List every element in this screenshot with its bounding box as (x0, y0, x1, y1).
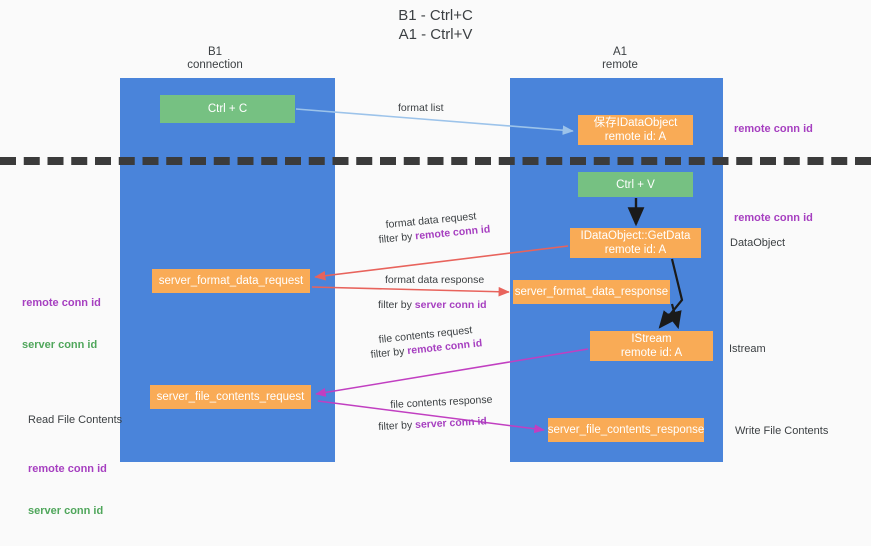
node-istream[interactable]: IStream remote id: A (590, 331, 713, 361)
filter-prefix: filter by (378, 419, 416, 433)
node-ctrl-v[interactable]: Ctrl + V (578, 172, 693, 197)
annotation-remote-conn-id-getdata: remote conn id (734, 212, 813, 224)
column-header-b1: B1 connection (187, 46, 243, 71)
annotation-conn-ids-file: Read File Contents remote conn id server… (28, 385, 122, 546)
page-title: B1 - Ctrl+C A1 - Ctrl+V (398, 7, 473, 43)
edge-label-format-data-response-filter: filter by server conn id (378, 298, 487, 312)
arrow-format-data-response (311, 286, 510, 297)
node-server-file-contents-request[interactable]: server_file_contents_request (150, 385, 311, 409)
annotation-dataobject: DataObject (730, 237, 786, 249)
node-server-format-data-request[interactable]: server_format_data_request (152, 269, 310, 293)
node-server-file-contents-response[interactable]: server_file_contents_response (548, 418, 704, 442)
annotation-write-file-contents: Write File Contents (735, 425, 829, 437)
filter-key-server-conn-id: server conn id (414, 299, 487, 311)
annotation-istream: Istream (729, 343, 766, 355)
diagram-canvas: B1 - Ctrl+C A1 - Ctrl+V B1 connection A1… (0, 7, 871, 517)
annotation-read-file-contents: Read File Contents (28, 414, 123, 426)
column-header-a1: A1 remote (602, 46, 638, 71)
annotation-remote-conn-id-top: remote conn id (734, 123, 813, 135)
annotation-server-conn-id: server conn id (22, 339, 98, 351)
filter-prefix: filter by (378, 230, 416, 246)
annotation-remote-conn-id-file: remote conn id (28, 463, 107, 475)
annotation-server-conn-id-file: server conn id (28, 505, 104, 517)
annotation-conn-ids-format: remote conn id server conn id (22, 268, 101, 380)
phase-divider (0, 157, 871, 165)
filter-prefix: filter by (378, 299, 415, 311)
annotation-remote-conn-id: remote conn id (22, 297, 101, 309)
node-idataobject-getdata[interactable]: IDataObject::GetData remote id: A (570, 228, 701, 258)
edge-label-file-contents-response: file contents response (390, 393, 493, 411)
edge-label-format-list: format list (398, 102, 444, 114)
node-store-idataobject[interactable]: 保存IDataObject remote id: A (578, 115, 693, 145)
filter-key-server-conn-id: server conn id (414, 415, 488, 432)
node-server-format-data-response[interactable]: server_format_data_response (513, 280, 670, 304)
filter-prefix: filter by (370, 345, 408, 361)
edge-label-format-data-response: format data response (385, 274, 485, 286)
edge-label-file-contents-response-filter: filter by server conn id (378, 414, 487, 434)
node-ctrl-c[interactable]: Ctrl + C (160, 95, 295, 123)
